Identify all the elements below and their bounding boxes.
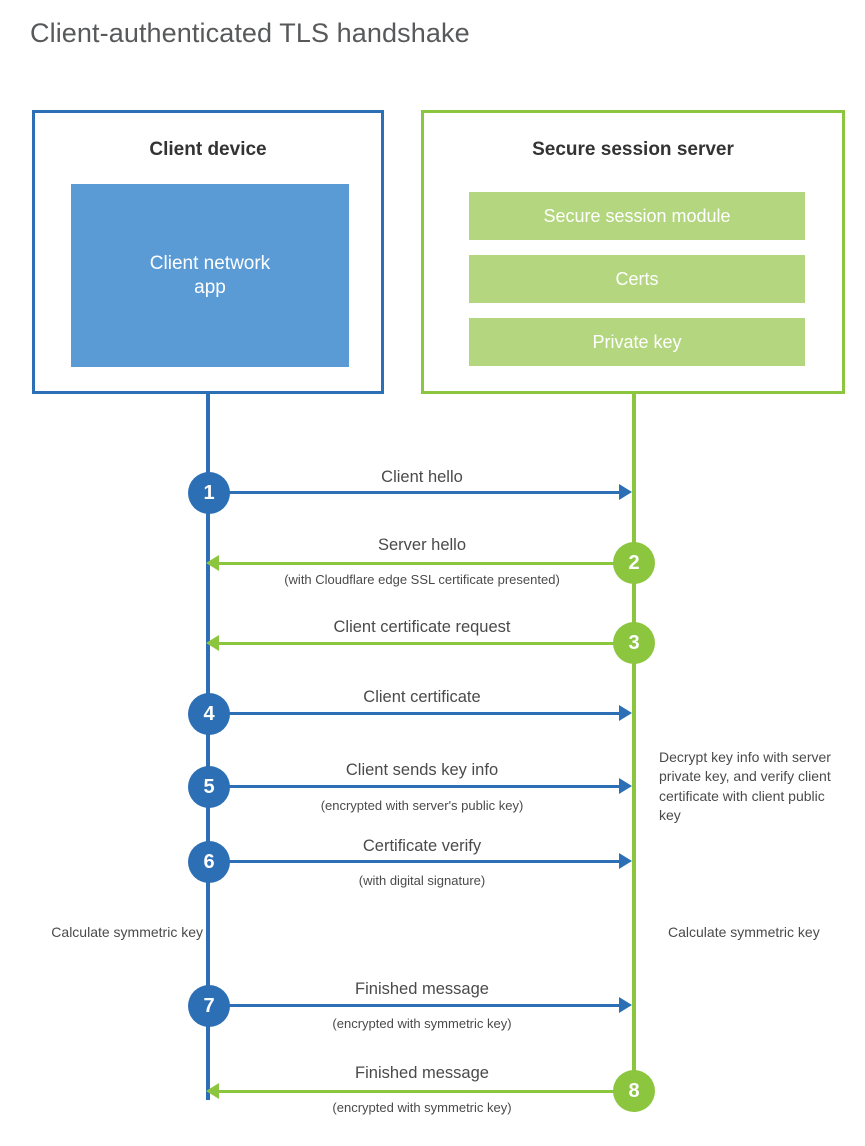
step-8-arrow-line [219,1090,634,1093]
server-lifeline [632,394,636,1093]
step-1-badge[interactable]: 1 [188,472,230,514]
step-5-arrow-line [208,785,619,788]
step-2-badge[interactable]: 2 [613,542,655,584]
step-3-label: Client certificate request [333,618,511,636]
step-4-badge[interactable]: 4 [188,693,230,735]
step-6-arrow-line [208,860,619,863]
step-7-arrow-line [208,1004,619,1007]
step-7-sublabel: (encrypted with symmetric key) [332,1016,512,1031]
step-3-badge[interactable]: 3 [613,622,655,664]
step-4-arrow-head [619,705,632,721]
step-1-label: Client hello [381,468,463,486]
step-5-label: Client sends key info [345,761,499,779]
step-2-label: Server hello [377,536,467,554]
step-2-sublabel: (with Cloudflare edge SSL certificate pr… [284,572,560,587]
step-8-sublabel: (encrypted with symmetric key) [332,1100,512,1115]
client-device-title: Client device [149,139,267,160]
step-8-arrow-head [206,1083,219,1099]
client-network-app-label: Client network app [149,252,271,298]
step-7-arrow-head [619,997,632,1013]
client-calculate-symmetric-key-note: Calculate symmetric key [51,924,203,940]
step-6-label: Certificate verify [362,837,482,855]
step-1-arrow-head [619,484,632,500]
server-bar-private-key: Private key [469,318,805,366]
client-network-app-box: Client network app [71,184,349,367]
step-4-arrow-line [208,712,619,715]
server-calculate-symmetric-key-note: Calculate symmetric key [668,924,820,940]
page-title: Client-authenticated TLS handshake [30,18,470,48]
step-5-sublabel: (encrypted with server's public key) [320,798,524,813]
step-7-badge[interactable]: 7 [188,985,230,1027]
step-6-badge[interactable]: 6 [188,841,230,883]
step-8-badge[interactable]: 8 [613,1070,655,1112]
step-7-label: Finished message [355,980,489,998]
server-bar-secure-session-module: Secure session module [469,192,805,240]
secure-session-server-panel: Secure session server Secure session mod… [421,110,845,394]
step-5-badge[interactable]: 5 [188,766,230,808]
secure-session-server-title: Secure session server [532,139,734,160]
server-decrypt-note: Decrypt key info with server private key… [659,749,831,823]
step-1-arrow-line [208,491,619,494]
step-2-arrow-line [219,562,634,565]
step-5-arrow-head [619,778,632,794]
step-6-arrow-head [619,853,632,869]
step-8-label: Finished message [355,1064,489,1082]
step-6-sublabel: (with digital signature) [358,873,486,888]
client-lifeline [206,394,210,1100]
client-device-panel: Client device Client network app [32,110,384,394]
step-3-arrow-head [206,635,219,651]
server-bar-certs: Certs [469,255,805,303]
step-3-arrow-line [219,642,634,645]
step-4-label: Client certificate [363,688,481,706]
step-2-arrow-head [206,555,219,571]
